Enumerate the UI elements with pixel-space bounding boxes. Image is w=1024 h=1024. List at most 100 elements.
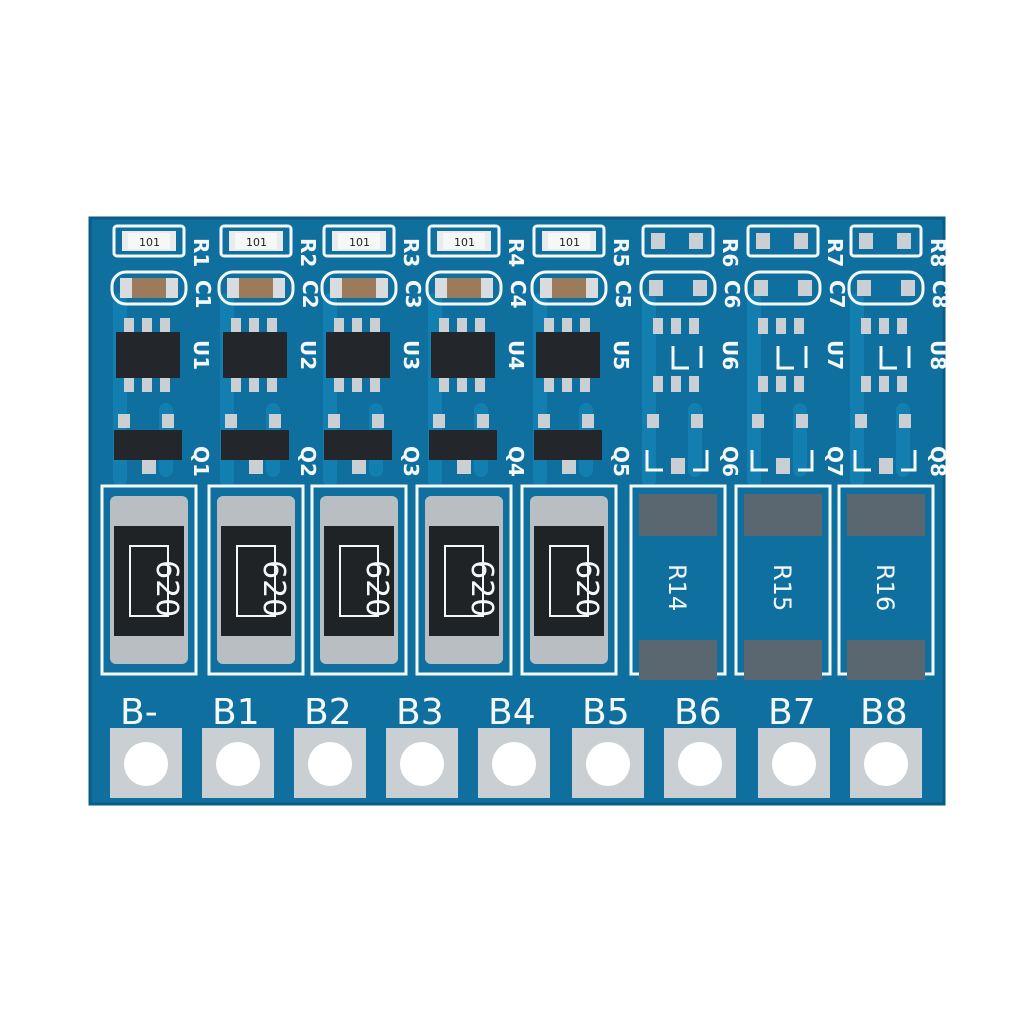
ic-outline — [776, 346, 808, 370]
transistor-body — [534, 430, 602, 460]
shunt-ref-label: R14 — [663, 564, 691, 611]
terminal-label: B7 — [768, 692, 816, 733]
transistor-outline — [853, 450, 917, 472]
ic-ref-label: U8 — [926, 340, 950, 370]
shunt-footprint — [100, 484, 198, 676]
terminal-B2: B2 — [294, 692, 366, 798]
resistor-ref-label: R7 — [823, 238, 847, 267]
ic-pin — [580, 318, 590, 334]
terminal-label: B4 — [488, 692, 536, 733]
ic-pin — [689, 376, 699, 392]
ic-pin — [562, 318, 572, 334]
mounting-hole — [308, 742, 352, 786]
resistor-footprint — [641, 224, 715, 258]
resistor-footprint — [427, 224, 501, 258]
shunt-marking-frame — [339, 545, 379, 617]
terminal-label: B2 — [304, 692, 352, 733]
transistor-ref-label: Q4 — [504, 446, 528, 477]
capacitor-footprint — [530, 270, 608, 306]
ic-pin — [897, 318, 907, 334]
ic-pin — [758, 376, 768, 392]
shunt-marking: 620 — [256, 560, 291, 617]
ic-pin — [861, 376, 871, 392]
ic-pin — [457, 318, 467, 334]
ic-pin — [776, 376, 786, 392]
ic-pin — [267, 376, 277, 392]
transistor-pad — [328, 414, 340, 428]
resistor-footprint — [112, 224, 186, 258]
ic-pin — [580, 376, 590, 392]
empty-shunt-pad — [847, 494, 925, 536]
shunt-marking-frame — [549, 545, 589, 617]
mounting-hole — [492, 742, 536, 786]
capacitor-ref-label: C4 — [506, 280, 530, 309]
ic-pin — [897, 376, 907, 392]
ic-pin — [231, 376, 241, 392]
shunt-marking: 620 — [359, 560, 394, 617]
empty-pad — [859, 233, 873, 249]
mounting-hole — [864, 742, 908, 786]
terminal-B-: B- — [110, 692, 182, 798]
resistor-ref-label: R8 — [926, 238, 950, 267]
capacitor-ref-label: C2 — [298, 280, 322, 309]
transistor-pad — [691, 414, 703, 428]
resistor-footprint — [849, 224, 923, 258]
resistor-ref-label: R6 — [718, 238, 742, 267]
empty-pad — [689, 233, 703, 249]
terminal-B3: B3 — [386, 692, 458, 798]
transistor-outline — [645, 450, 709, 472]
ic-pin — [231, 318, 241, 334]
empty-pad — [754, 280, 768, 296]
terminal-B1: B1 — [202, 692, 274, 798]
transistor-ref-label: Q5 — [609, 446, 633, 477]
shunt-footprint — [520, 484, 618, 676]
shunt-body — [429, 526, 499, 636]
empty-pad — [651, 233, 665, 249]
terminal-label: B8 — [860, 692, 908, 733]
capacitor-footprint — [110, 270, 188, 306]
ic-pin — [439, 318, 449, 334]
shunt-footprint — [415, 484, 513, 676]
shunt-footprint — [207, 484, 305, 676]
capacitor-footprint — [425, 270, 503, 306]
transistor-body — [114, 430, 182, 460]
transistor-pad — [776, 458, 790, 474]
mounting-hole — [216, 742, 260, 786]
resistor-top — [443, 233, 485, 249]
shunt-ref-label: R16 — [871, 564, 899, 611]
ic-pin — [142, 318, 152, 334]
ic-ref-label: U6 — [718, 340, 742, 370]
mounting-hole — [678, 742, 722, 786]
capacitor-footprint — [847, 270, 925, 306]
transistor-ref-label: Q8 — [926, 446, 950, 477]
transistor-ref-label: Q7 — [823, 446, 847, 477]
empty-pad — [693, 280, 707, 296]
transistor-pad — [477, 414, 489, 428]
mounting-hole — [586, 742, 630, 786]
capacitor-ref-label: C3 — [401, 280, 425, 309]
ic-ref-label: U7 — [823, 340, 847, 370]
ic-pin — [370, 376, 380, 392]
ic-pin — [776, 318, 786, 334]
ic-pin — [160, 318, 170, 334]
ic-pin — [352, 376, 362, 392]
capacitor-body — [447, 278, 481, 298]
shunt-marking: 620 — [464, 560, 499, 617]
ic-pin — [689, 318, 699, 334]
ic-pin — [794, 318, 804, 334]
transistor-pad — [142, 458, 156, 474]
shunt-body — [114, 526, 184, 636]
ic-body — [326, 332, 390, 378]
resistor-top — [548, 233, 590, 249]
terminal-B5: B5 — [572, 692, 644, 798]
ic-pin — [794, 376, 804, 392]
transistor-pad — [118, 414, 130, 428]
ic-outline — [879, 346, 911, 370]
